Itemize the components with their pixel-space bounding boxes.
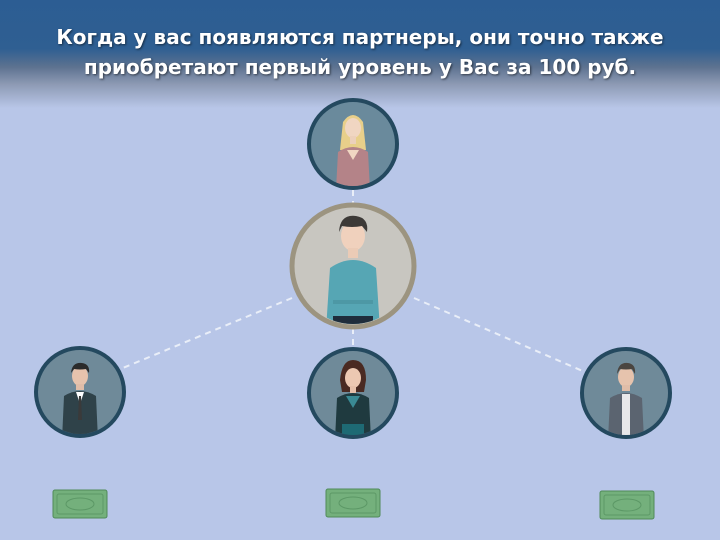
upline-woman-avatar-icon bbox=[307, 98, 399, 190]
connection-lines bbox=[117, 190, 586, 373]
connection-right bbox=[413, 297, 586, 373]
slide-title: Когда у вас появляются партнеры, они точ… bbox=[0, 22, 720, 82]
connection-left bbox=[117, 297, 293, 371]
slide-header bbox=[0, 0, 720, 108]
partner-middle-woman-avatar-icon bbox=[307, 347, 399, 439]
center-man-avatar-icon bbox=[289, 202, 417, 330]
banknote-right-icon bbox=[599, 490, 655, 520]
partner-right-man-avatar-icon bbox=[580, 347, 672, 439]
title-line-2: приобретают первый уровень у Вас за 100 … bbox=[83, 55, 637, 79]
banknote-middle-icon bbox=[325, 488, 381, 518]
banknote-left-icon bbox=[52, 489, 108, 519]
partner-left-man-avatar-icon bbox=[34, 346, 126, 438]
title-line-1: Когда у вас появляются партнеры, они точ… bbox=[56, 25, 664, 49]
